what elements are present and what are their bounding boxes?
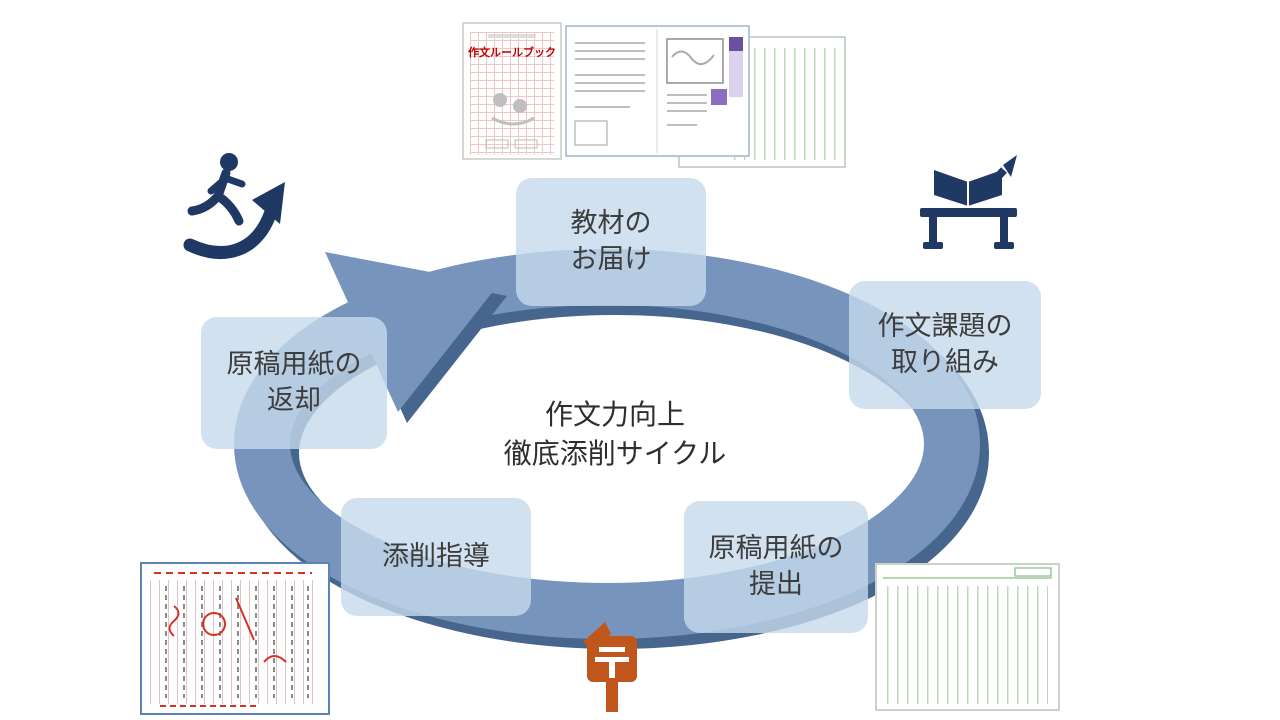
postal-pole [606, 682, 618, 712]
center-title-line1: 作文力向上 [544, 399, 685, 430]
study-desk-icon [920, 155, 1017, 249]
step-label-line: 原稿用紙の [226, 349, 362, 380]
step-box-materials-delivery: 教材の お届け [516, 178, 706, 306]
step-box-manuscript-return: 原稿用紙の 返却 [201, 317, 387, 449]
worksheet-spread-thumbnail [565, 25, 750, 157]
handwriting-strokes [165, 586, 309, 698]
step-box-manuscript-submission: 原稿用紙の 提出 [684, 501, 868, 633]
step-label-line: 添削指導 [382, 541, 490, 572]
corrected-manuscript-thumbnail [140, 562, 330, 715]
cycle-center-title: 作文力向上 徹底添削サイクル [405, 396, 825, 473]
postal-mark-icon [583, 622, 637, 712]
runner-figure [187, 153, 246, 226]
step-label-line: 返却 [267, 385, 321, 415]
desk [920, 208, 1017, 249]
step-label-line: 原稿用紙の [708, 533, 844, 564]
postal-mark-glyph [595, 647, 629, 678]
step-label-line: 教材の [570, 208, 652, 239]
swoosh-arrowhead [252, 182, 285, 224]
step-box-correction-guidance: 添削指導 [341, 498, 531, 616]
step-box-assignment-work: 作文課題の 取り組み [849, 281, 1041, 409]
step-label-line: 取り組み [891, 347, 999, 377]
runner-up-arrow-icon [183, 153, 285, 259]
cycle-arrowhead [325, 252, 498, 412]
rulebook-illustration [491, 93, 535, 126]
step-label-line: 作文課題の [877, 311, 1013, 342]
center-title-line2: 徹底添削サイクル [503, 437, 727, 469]
step-label-line: 提出 [749, 569, 803, 599]
red-correction-marks [154, 572, 312, 707]
rulebook-thumbnail: 作文ルールブック [462, 22, 562, 160]
manuscript-paper-thumbnail [875, 563, 1060, 711]
pencil [977, 155, 1017, 199]
step-label-line: お届け [570, 244, 652, 274]
swoosh-arrow [183, 205, 278, 259]
rulebook-title: 作文ルールブック [468, 45, 556, 59]
